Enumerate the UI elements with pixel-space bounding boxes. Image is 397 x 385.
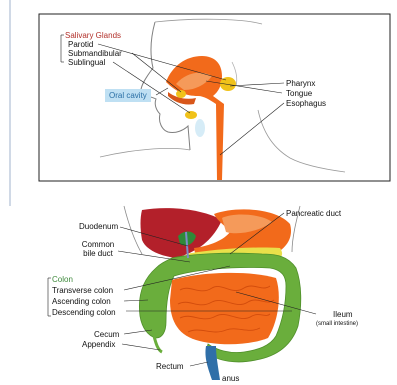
cecum-label: Cecum — [94, 330, 119, 339]
appendix-label: Appendix — [82, 340, 115, 349]
descending-colon-label: Descending colon — [52, 308, 116, 317]
tongue-label: Tongue — [286, 89, 312, 98]
sublingual-label: Sublingual — [68, 58, 105, 67]
body-outline-left — [124, 206, 142, 254]
ascending-colon-label: Ascending colon — [52, 297, 111, 306]
ileum-note-label: (small intestine) — [316, 320, 358, 329]
parotid-label: Parotid — [68, 40, 93, 49]
sublingual-gland — [185, 111, 197, 119]
pancreatic-duct-label: Pancreatic duct — [286, 209, 341, 218]
submandibular-label: Submandibular — [68, 49, 122, 58]
transverse-colon-label: Transverse colon — [52, 286, 113, 295]
small-intestine — [170, 273, 279, 344]
salivary-glands-label: Salivary Glands — [65, 31, 121, 40]
pharynx-label: Pharynx — [286, 79, 315, 88]
esophagus-label: Esophagus — [286, 99, 326, 108]
common-label: Common — [78, 240, 118, 249]
ileum-label: Ileum — [333, 310, 353, 319]
colon-label: Colon — [52, 275, 73, 284]
submandibular-gland — [176, 90, 186, 98]
rectum-label: Rectum — [156, 362, 184, 371]
anus-label: anus — [222, 374, 239, 383]
oral-cavity-label: Oral cavity — [105, 89, 151, 102]
bile-duct-label: bile duct — [78, 249, 118, 258]
duodenum-label: Duodenum — [79, 222, 118, 231]
epiglottis-shape — [195, 119, 205, 137]
